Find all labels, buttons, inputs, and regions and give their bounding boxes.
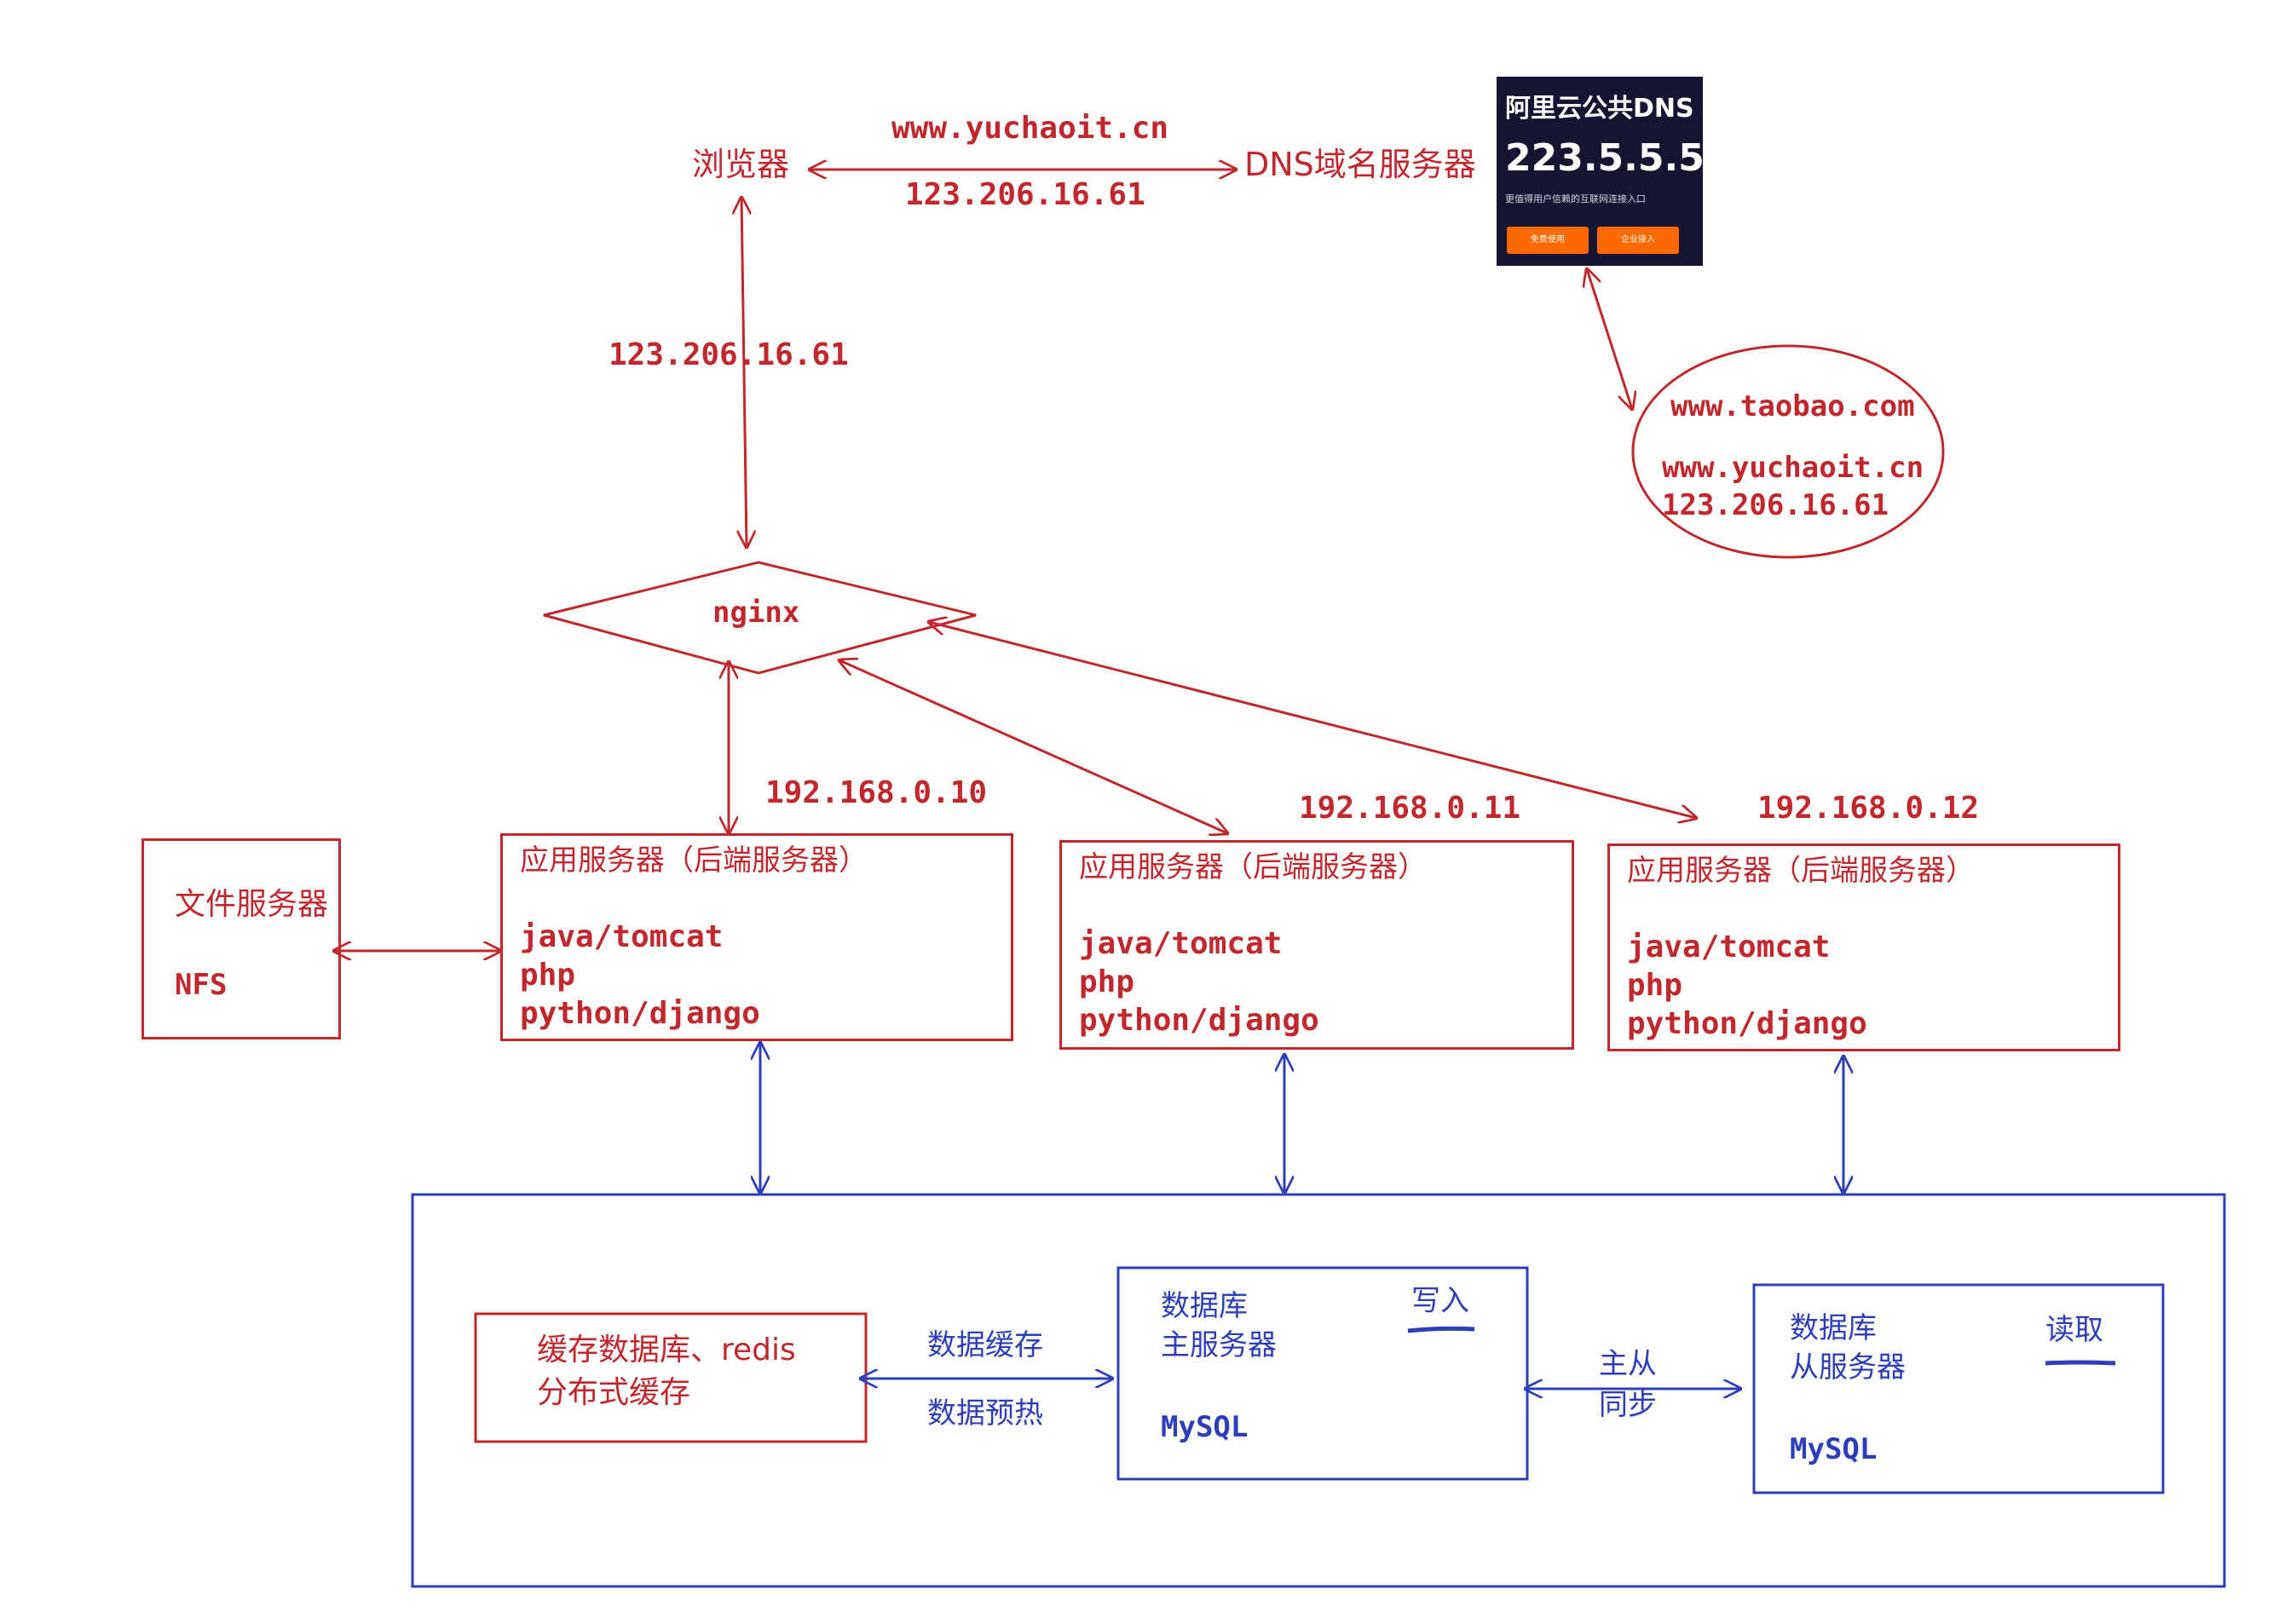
db-master-role: 写入 [1411, 1284, 1469, 1318]
write-underline [1407, 1326, 1475, 1333]
app-server-2: 应用服务器（后端服务器） java/tomcat php python/djan… [1059, 840, 1574, 1050]
app-server-1-ip: 192.168.0.10 [765, 775, 988, 810]
dns-enterprise-button[interactable]: 企业接入 [1597, 227, 1679, 254]
read-underline [2045, 1360, 2116, 1366]
record-yuchaoit: www.yuchaoit.cn [1662, 451, 1924, 485]
ip-return-label: 123.206.16.61 [905, 177, 1145, 212]
app-server-2-tech-python: python/django [1079, 1003, 1319, 1038]
app-server-3-title: 应用服务器（后端服务器） [1627, 854, 1975, 888]
cache-link-bottom: 数据预热 [927, 1396, 1043, 1431]
aliyun-dns-card: 阿里云公共DNS 223.5.5.5 更值得用户信赖的互联网连接入口 免费使用企… [1497, 77, 1705, 266]
cache-line1: 缓存数据库、redis [537, 1333, 796, 1367]
db-master-line2: 主服务器 [1161, 1328, 1277, 1362]
arrow-browser-nginx [741, 198, 747, 547]
db-master-engine: MySQL [1161, 1410, 1249, 1444]
arrow-dns-records [1587, 269, 1632, 409]
app-server-1-tech-java: java/tomcat [520, 919, 724, 954]
app-server-3-tech-java: java/tomcat [1627, 930, 1831, 964]
app-server-2-ip: 192.168.0.11 [1299, 791, 1521, 826]
app-server-1-title: 应用服务器（后端服务器） [520, 843, 868, 878]
app-server-3-tech-php: php [1627, 968, 1683, 1003]
file-server-box: 文件服务器 NFS [141, 838, 341, 1039]
cache-line2: 分布式缓存 [537, 1375, 691, 1410]
dns-card-ip: 223.5.5.5 [1505, 136, 1705, 180]
browser-label: 浏览器 [692, 146, 790, 183]
dns-card-title: 阿里云公共DNS [1505, 94, 1694, 124]
cache-line1-text: 缓存数据库、redis [537, 1333, 796, 1367]
app-server-3: 应用服务器（后端服务器） java/tomcat php python/djan… [1607, 843, 2120, 1051]
file-server-protocol: NFS [175, 968, 228, 1002]
app-server-2-tech-php: php [1079, 964, 1135, 999]
db-slave-line2: 从服务器 [1790, 1350, 1906, 1385]
db-master-box [1116, 1266, 1529, 1481]
dns-records-ellipse [1631, 344, 1945, 559]
db-slave-box [1752, 1283, 2165, 1494]
nginx-label: nginx [712, 596, 800, 630]
db-slave-engine: MySQL [1790, 1432, 1878, 1466]
record-ip: 123.206.16.61 [1662, 488, 1889, 522]
dns-free-button[interactable]: 免费使用 [1507, 227, 1589, 254]
dns-server-label: DNS域名服务器 [1244, 146, 1476, 183]
app-server-2-tech-java: java/tomcat [1079, 926, 1283, 961]
record-taobao: www.taobao.com [1670, 389, 1915, 423]
app-server-3-ip: 192.168.0.12 [1757, 791, 1980, 826]
app-server-1: 应用服务器（后端服务器） java/tomcat php python/djan… [500, 833, 1013, 1041]
dns-card-tagline: 更值得用户信赖的互联网连接入口 [1505, 193, 1646, 204]
nginx-diamond [543, 561, 977, 675]
app-server-3-tech-python: python/django [1627, 1006, 1867, 1041]
app-server-1-tech-php: php [520, 958, 576, 993]
data-layer-frame [411, 1193, 2226, 1588]
db-slave-line1: 数据库 [1790, 1311, 1877, 1345]
replication-line1: 主从 [1599, 1347, 1657, 1381]
app-server-1-tech-python: python/django [520, 996, 760, 1031]
file-server-title: 文件服务器 [175, 887, 329, 922]
db-master-line1: 数据库 [1161, 1289, 1248, 1323]
arrow-nginx-app3 [929, 622, 1696, 818]
ip-to-nginx-label: 123.206.16.61 [609, 337, 849, 372]
app-server-2-title: 应用服务器（后端服务器） [1079, 850, 1427, 884]
cache-link-top: 数据缓存 [927, 1328, 1043, 1362]
domain-label: www.yuchaoit.cn [891, 111, 1169, 146]
db-slave-role: 读取 [2045, 1313, 2103, 1347]
replication-line2: 同步 [1599, 1388, 1657, 1422]
